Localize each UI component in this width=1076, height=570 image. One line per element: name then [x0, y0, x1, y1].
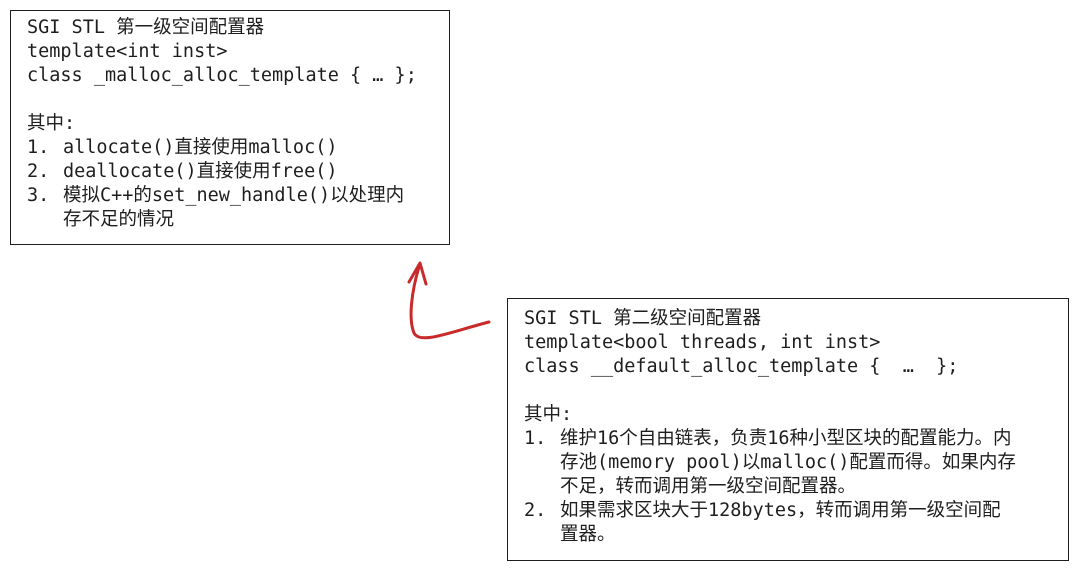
item-text: 维护16个自由链表，负责16种小型区块的配置能力。内	[560, 428, 1012, 449]
code-line: template<bool threads, int inst>	[524, 332, 881, 353]
item-text: 存池(memory pool)以malloc()配置而得。如果内存	[560, 452, 1016, 473]
section-label: 其中:	[27, 113, 76, 134]
list-item: 2. deallocate()直接使用free()	[27, 160, 449, 184]
item-number: 2.	[27, 161, 50, 182]
item-number: 3.	[27, 185, 50, 206]
item-text: 模拟C++的set_new_handle()以处理内	[63, 185, 405, 206]
code-line: class __default_alloc_template { … };	[524, 356, 959, 377]
item-text: 置器。	[560, 524, 616, 545]
code-line: class _malloc_alloc_template { … };	[27, 65, 417, 86]
section-label: 其中:	[524, 404, 573, 425]
item-number: 1.	[27, 137, 50, 158]
item-text: 如果需求区块大于128bytes，转而调用第一级空间配	[560, 500, 1001, 521]
list-item: 1. 维护16个自由链表，负责16种小型区块的配置能力。内 存池(memory …	[524, 427, 1068, 499]
item-text: deallocate()直接使用free()	[63, 161, 338, 182]
box-title: SGI STL 第一级空间配置器	[27, 17, 265, 38]
arrow-curve	[409, 265, 491, 340]
item-number: 2.	[524, 500, 547, 521]
first-level-allocator-box[interactable]: SGI STL 第一级空间配置器 template<int inst> clas…	[10, 10, 450, 245]
item-text: 不足，转而调用第一级空间配置器。	[560, 476, 857, 497]
arrow-head-icon	[407, 261, 428, 286]
item-text: 存不足的情况	[63, 209, 175, 230]
item-text: allocate()直接使用malloc()	[63, 137, 338, 158]
box-title: SGI STL 第二级空间配置器	[524, 308, 762, 329]
list-item: 3. 模拟C++的set_new_handle()以处理内 存不足的情况	[27, 184, 449, 232]
list-item: 2. 如果需求区块大于128bytes，转而调用第一级空间配 置器。	[524, 499, 1068, 547]
list-item: 1. allocate()直接使用malloc()	[27, 136, 449, 160]
item-number: 1.	[524, 428, 547, 449]
code-line: template<int inst>	[27, 41, 228, 62]
second-level-allocator-box[interactable]: SGI STL 第二级空间配置器 template<bool threads, …	[507, 298, 1069, 561]
